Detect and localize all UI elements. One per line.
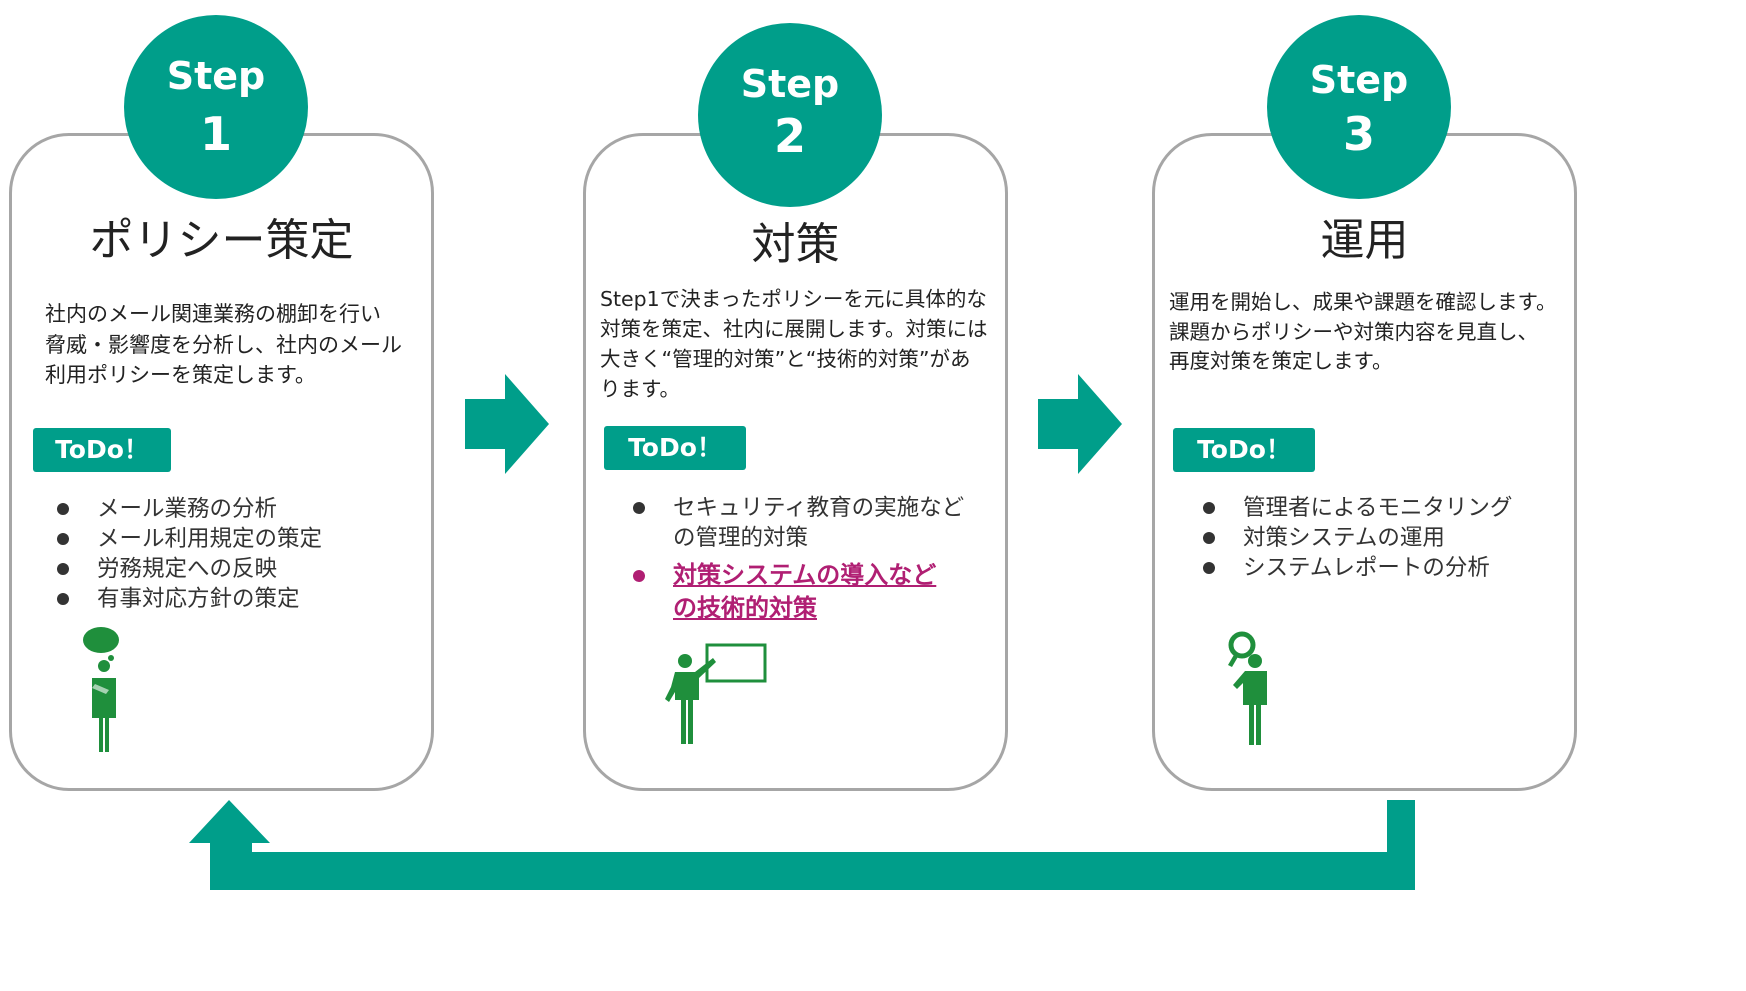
step-2-circle: Step 2 — [698, 23, 882, 207]
list-item: 管理者によるモニタリング — [1203, 493, 1512, 523]
list-item-highlighted: 対策システムの導入など の技術的対策 — [633, 559, 964, 625]
step-2-todo-list: セキュリティ教育の実施など の管理的対策 対策システムの導入など の技術的対策 — [633, 493, 964, 625]
bullet-icon — [1203, 532, 1215, 544]
step-1-card: ポリシー策定 社内のメール関連業務の棚卸を行い 脅威・影響度を分析し、社内のメー… — [9, 133, 434, 791]
step-1-title: ポリシー策定 — [89, 215, 354, 266]
bullet-icon — [633, 570, 645, 582]
step-3-todo-list: 管理者によるモニタリング 対策システムの運用 システムレポートの分析 — [1203, 493, 1512, 583]
step-1-circle: Step 1 — [124, 15, 308, 199]
person-magnifier-icon — [1228, 631, 1267, 745]
bullet-icon — [57, 563, 69, 575]
bullet-icon — [1203, 562, 1215, 574]
bullet-icon — [57, 593, 69, 605]
step-3-title: 運用 — [1320, 215, 1409, 266]
bullet-icon — [57, 503, 69, 515]
list-item: 労務規定への反映 — [57, 554, 322, 584]
step-1-todo-list: メール業務の分析 メール利用規定の策定 労務規定への反映 有事対応方針の策定 — [57, 494, 322, 614]
bullet-icon — [57, 533, 69, 545]
list-item: システムレポートの分析 — [1203, 553, 1512, 583]
list-item: セキュリティ教育の実施など の管理的対策 — [633, 493, 964, 553]
step-1-description: 社内のメール関連業務の棚卸を行い 脅威・影響度を分析し、社内のメール 利用ポリシ… — [45, 302, 402, 387]
list-item: 有事対応方針の策定 — [57, 584, 322, 614]
step-2-todo-badge: ToDo！ — [604, 426, 746, 470]
arrow-right-icon — [465, 374, 549, 474]
presenter-whiteboard-icon — [665, 643, 767, 744]
list-item: メール業務の分析 — [57, 494, 322, 524]
step-3-description: 運用を開始し、成果や課題を確認します。 課題からポリシーや対策内容を見直し、 再… — [1169, 290, 1557, 373]
step-3-card: 運用 運用を開始し、成果や課題を確認します。 課題からポリシーや対策内容を見直し… — [1152, 133, 1577, 791]
arrow-right-icon — [1038, 374, 1122, 474]
step-2-description: Step1で決まったポリシーを元に具体的な 対策を策定、社内に展開します。対策に… — [600, 287, 988, 401]
step-2-title: 対策 — [751, 219, 840, 270]
step-3-circle: Step 3 — [1267, 15, 1451, 199]
step-1-todo-badge: ToDo！ — [33, 428, 171, 472]
step-3-todo-badge: ToDo！ — [1173, 428, 1315, 472]
list-item: 対策システムの運用 — [1203, 523, 1512, 553]
list-item: メール利用規定の策定 — [57, 524, 322, 554]
thinking-person-icon — [83, 627, 119, 752]
bullet-icon — [1203, 502, 1215, 514]
bullet-icon — [633, 502, 645, 514]
